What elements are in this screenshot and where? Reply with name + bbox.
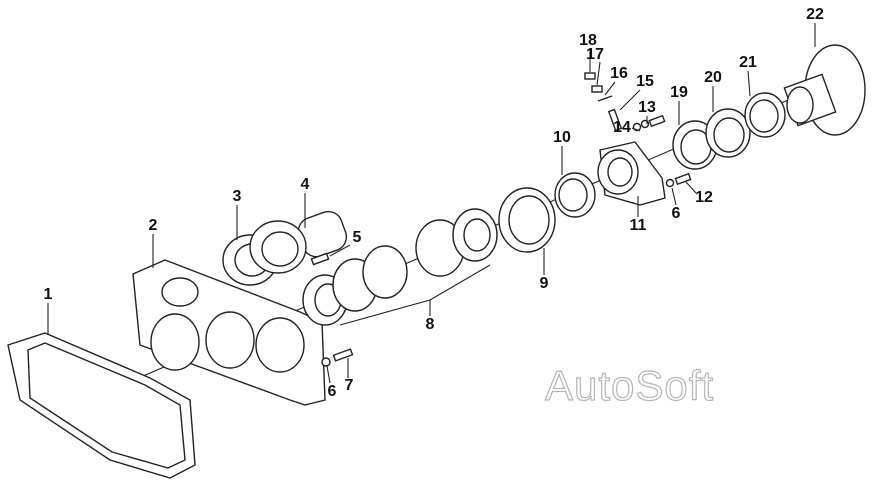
part-6-washer[interactable] [321, 357, 331, 367]
callout-3[interactable]: 3 [232, 188, 242, 205]
part-13-bolt-washers[interactable] [632, 114, 666, 132]
callout-4[interactable]: 4 [300, 176, 310, 193]
part-22-flange[interactable] [783, 44, 866, 136]
callout-2[interactable]: 2 [148, 217, 158, 234]
part-16-17-18-clip[interactable] [584, 72, 613, 102]
callout-5[interactable]: 5 [352, 229, 362, 246]
part-8-bearing-set[interactable] [302, 208, 498, 326]
part-5-bolt[interactable] [310, 252, 330, 266]
part-12-bolt[interactable] [665, 172, 692, 188]
callout-13[interactable]: 13 [638, 99, 656, 116]
callout-9[interactable]: 9 [539, 275, 549, 292]
callout-19[interactable]: 19 [670, 84, 688, 101]
callout-7[interactable]: 7 [344, 377, 354, 394]
leader-lines [47, 23, 816, 384]
callout-6-b[interactable]: 6 [671, 205, 681, 222]
callout-16[interactable]: 16 [610, 65, 628, 82]
part-10-ring[interactable] [554, 172, 596, 218]
callout-17[interactable]: 17 [586, 46, 604, 63]
callout-10[interactable]: 10 [553, 129, 571, 146]
part-20-seal[interactable] [705, 108, 751, 158]
callout-12[interactable]: 12 [695, 189, 713, 206]
part-21-ring[interactable] [744, 92, 786, 138]
part-11-carrier[interactable] [597, 141, 666, 206]
callout-20[interactable]: 20 [704, 69, 722, 86]
callout-22[interactable]: 22 [806, 6, 824, 23]
callout-18[interactable]: 18 [579, 32, 597, 49]
part-2-housing[interactable] [132, 259, 326, 406]
part-7-bolt[interactable] [332, 348, 354, 362]
callout-1[interactable]: 1 [43, 286, 53, 303]
callout-21[interactable]: 21 [739, 54, 757, 71]
part-15-sensor[interactable] [607, 108, 623, 132]
part-1-gasket[interactable] [7, 332, 196, 479]
callout-14[interactable]: 14 [613, 119, 631, 136]
part-4-cover[interactable] [249, 208, 350, 274]
watermark: AutoSoft [544, 361, 715, 409]
part-9-shim[interactable] [498, 187, 556, 253]
callout-6[interactable]: 6 [327, 383, 337, 400]
callout-15[interactable]: 15 [636, 73, 654, 90]
callout-11[interactable]: 11 [629, 217, 647, 234]
callout-8[interactable]: 8 [425, 316, 435, 333]
